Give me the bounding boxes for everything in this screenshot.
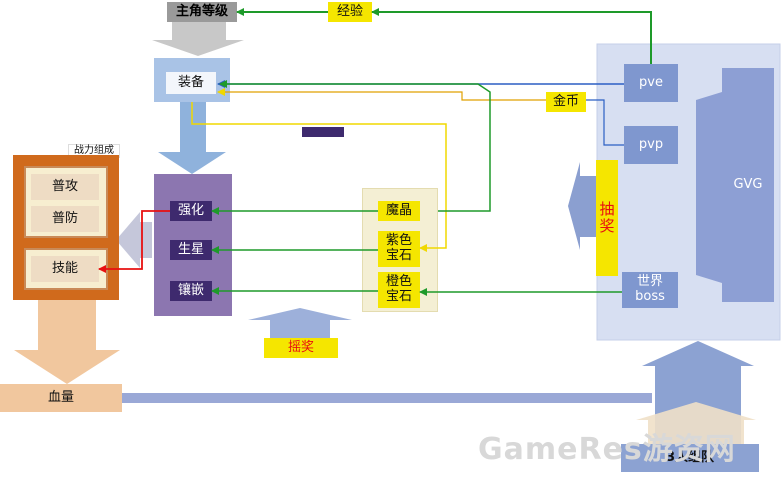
equip-node: 装备 (166, 72, 216, 94)
lottery-up-arrow (248, 308, 352, 338)
pve-node: pve (624, 64, 678, 102)
equip-down-arrow (158, 102, 226, 174)
team-base-arrow (636, 402, 756, 450)
exp-label: 经验 (328, 2, 372, 22)
watermark-text: GameRes游资网 (478, 432, 736, 467)
magic-crystal-node: 魔晶 (378, 201, 420, 221)
star-up-node: 生星 (170, 240, 212, 260)
hp-bar-line (122, 393, 652, 403)
draw-node: 抽 奖 (596, 160, 618, 276)
world-boss-node: 世界 boss (622, 272, 678, 308)
normal-attack-node: 普攻 (31, 174, 99, 200)
strengthen-node: 强化 (170, 201, 212, 221)
main-level-node: 主角等级 (167, 2, 237, 22)
frame-down-arrow (14, 300, 120, 384)
pvp-node: pvp (624, 126, 678, 164)
gvg-node: GVG (722, 68, 774, 302)
purple-to-frame-arrow (116, 212, 152, 268)
orange-gem-node: 橙色 宝石 (378, 272, 420, 308)
level-down-arrow (152, 22, 244, 56)
purple-gem-node: 紫色 宝石 (378, 231, 420, 267)
draw-arrow (568, 162, 596, 250)
normal-defense-node: 普防 (31, 206, 99, 232)
skill-node: 技能 (31, 256, 99, 282)
gvg-chevron (696, 92, 722, 283)
hidden-label-bar (302, 127, 344, 137)
hp-node: 血量 (0, 384, 122, 412)
inlay-node: 镶嵌 (170, 281, 212, 301)
lottery-label: 摇奖 (264, 338, 338, 358)
gold-label: 金币 (546, 92, 586, 112)
team3-node: 3人组队 (621, 444, 759, 472)
